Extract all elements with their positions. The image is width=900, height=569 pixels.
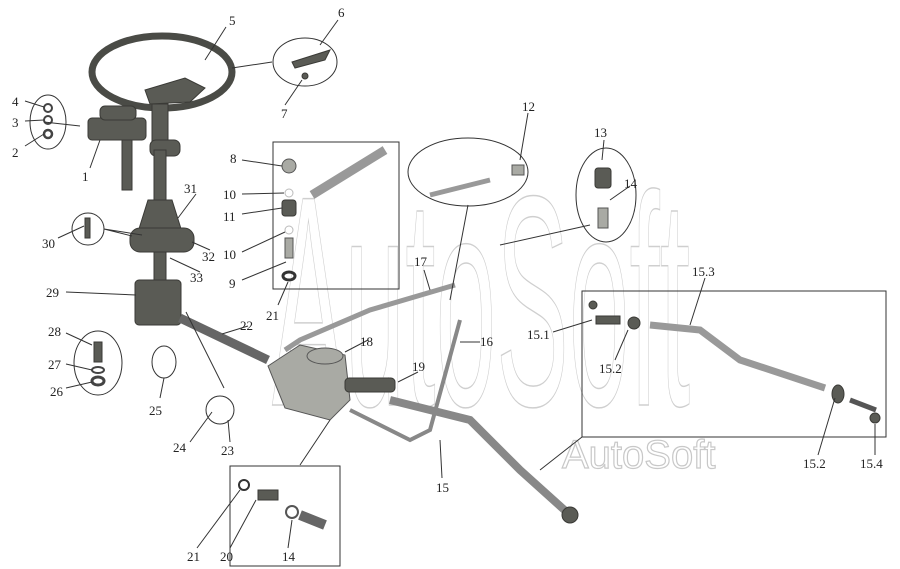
- label-29: 29: [46, 285, 59, 300]
- drive-shaft: [178, 313, 270, 365]
- detail-frame-tie-rod: [581, 290, 887, 438]
- label-11: 11: [223, 209, 236, 224]
- leader-lines: [24, 19, 876, 549]
- label-23: 23: [221, 443, 234, 458]
- label-15-1: 15.1: [527, 327, 550, 342]
- label-9: 9: [229, 276, 236, 291]
- label-1: 1: [82, 169, 89, 184]
- label-3: 3: [12, 115, 19, 130]
- label-19: 19: [412, 359, 425, 374]
- watermark: AutoSoft: [272, 133, 690, 469]
- label-15-2: 15.2: [599, 361, 622, 376]
- label-12: 12: [522, 99, 535, 114]
- steering-gear: [267, 344, 396, 421]
- label-28: 28: [48, 324, 61, 339]
- label-15: 15: [436, 480, 449, 495]
- label-14: 14: [624, 176, 638, 191]
- label-33: 33: [190, 270, 203, 285]
- detail-parts: [42, 49, 881, 530]
- label-31: 31: [184, 181, 197, 196]
- label-15-4: 15.4: [860, 456, 883, 471]
- steering-column: [87, 105, 195, 326]
- watermark-small: AutoSoft: [562, 433, 715, 477]
- detail-frame-fittings: [272, 141, 400, 290]
- label-21b: 21: [187, 549, 200, 564]
- label-13: 13: [594, 125, 607, 140]
- label-16: 16: [480, 334, 494, 349]
- detail-frame-hose: [229, 465, 341, 567]
- label-25: 25: [149, 403, 162, 418]
- label-2: 2: [12, 145, 19, 160]
- label-10b: 10: [223, 247, 236, 262]
- label-6: 6: [338, 5, 345, 20]
- label-26: 26: [50, 384, 64, 399]
- label-4: 4: [12, 94, 19, 109]
- label-30: 30: [42, 236, 55, 251]
- label-15-2b: 15.2: [803, 456, 826, 471]
- label-22: 22: [240, 318, 253, 333]
- label-27: 27: [48, 357, 62, 372]
- label-10: 10: [223, 187, 236, 202]
- label-21: 21: [266, 308, 279, 323]
- label-14b: 14: [282, 549, 296, 564]
- label-17: 17: [414, 254, 428, 269]
- label-7: 7: [281, 106, 288, 121]
- label-24: 24: [173, 440, 187, 455]
- label-32: 32: [202, 249, 215, 264]
- part-labels: 5 6 7 4 3 2 1 31 30 32 33 29 28 27 26 25…: [12, 5, 883, 564]
- label-18: 18: [360, 334, 373, 349]
- label-8: 8: [230, 151, 237, 166]
- tie-rods: [283, 282, 579, 524]
- label-20: 20: [220, 549, 233, 564]
- steering-wheel: [88, 32, 236, 145]
- label-15-3: 15.3: [692, 264, 715, 279]
- label-5: 5: [229, 13, 236, 28]
